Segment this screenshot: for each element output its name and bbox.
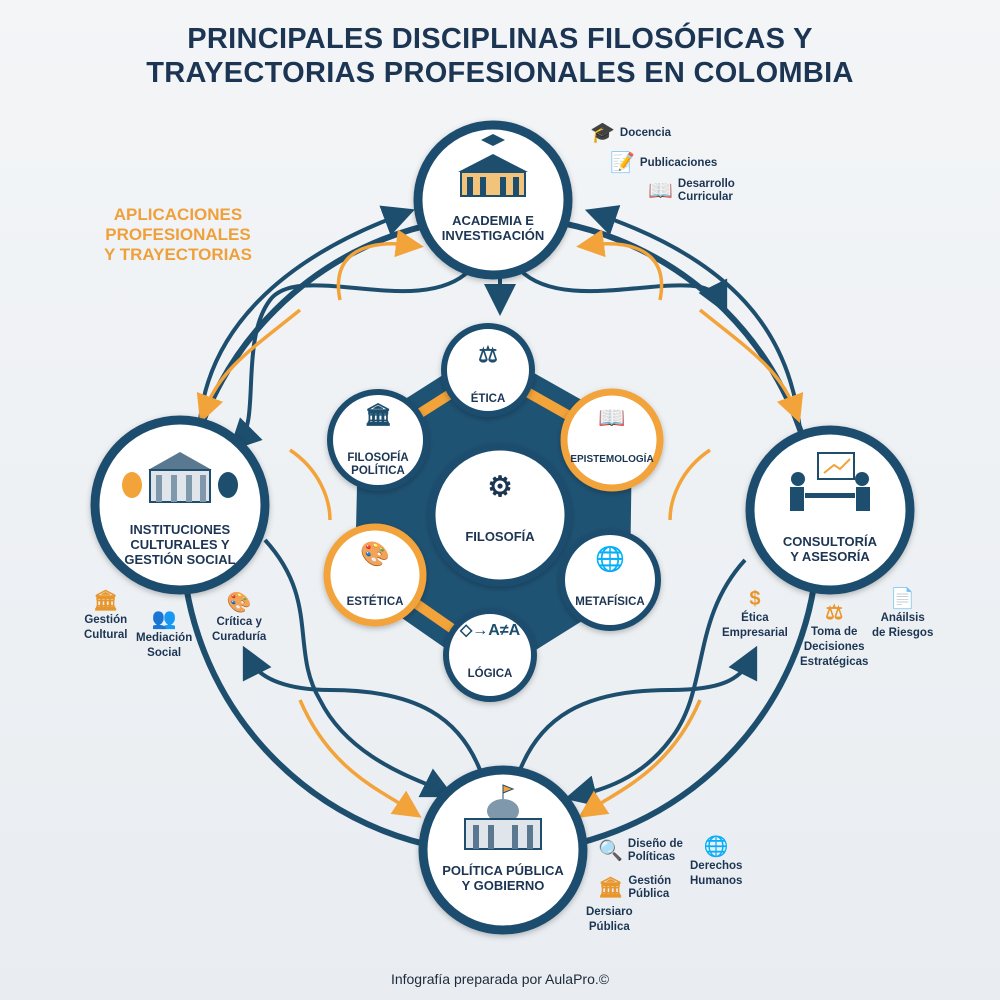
side-title: APLICACIONES PROFESIONALES Y TRAYECTORIA…	[104, 205, 253, 264]
hands-globe-icon: 🌐	[703, 836, 729, 858]
discipline-estetica[interactable]: ESTÉTICA	[346, 596, 404, 608]
footer-credit: Infografía preparada por AulaPro.©	[390, 971, 610, 987]
discipline-filosofia-politica[interactable]: FILOSOFÍA POLÍTICA	[347, 452, 409, 477]
government-building-icon	[464, 784, 542, 850]
globe-question-icon: 🌐	[595, 546, 625, 573]
museum-icon: 🏛	[93, 590, 119, 612]
document-check-icon: 📄	[890, 588, 916, 610]
book-magnifier-icon: 📖	[598, 405, 626, 430]
orange-connectors	[196, 229, 804, 818]
building-icon: 🏛	[598, 877, 624, 899]
head-gears-icon: ⚙	[487, 471, 513, 502]
page-title: PRINCIPALES DISCIPLINAS FILOSÓFICAS Y TR…	[146, 23, 854, 89]
university-icon	[458, 134, 528, 197]
node-circles	[90, 120, 915, 935]
magnifier-gear-icon: 🔍	[598, 840, 623, 862]
discipline-epistemologia[interactable]: EPISTEMOLOGÍA	[570, 454, 654, 465]
item-docencia: 🎓Docencia	[590, 122, 672, 144]
document-pen-icon: 📝	[610, 152, 635, 174]
meeting-icon	[790, 452, 870, 511]
flowchart-icon: ◇→A≠A	[460, 622, 521, 639]
item-publicaciones: 📝Publicaciones	[610, 152, 718, 174]
discipline-etica[interactable]: ÉTICA	[470, 393, 506, 405]
capitol-gavel-icon: 🏛	[364, 402, 392, 427]
graduation-cap-icon: 🎓	[590, 122, 615, 144]
museum-masks-icon	[122, 452, 238, 503]
navy-connectors	[198, 205, 802, 807]
hand-coin-icon: $	[749, 588, 761, 610]
palette-icon: 🎨	[360, 541, 390, 568]
center-filosofia[interactable]: FILOSOFÍA	[465, 529, 535, 544]
scales-icon: ⚖	[478, 342, 498, 367]
open-book-icon: 📖	[648, 180, 673, 202]
people-icon: 👥	[151, 608, 177, 630]
discipline-logica[interactable]: LÓGICA	[467, 668, 513, 680]
discipline-metafisica[interactable]: METAFÍSICA	[575, 596, 645, 608]
scales-icon: ⚖	[825, 602, 844, 624]
palette-icon: 🎨	[226, 592, 252, 614]
